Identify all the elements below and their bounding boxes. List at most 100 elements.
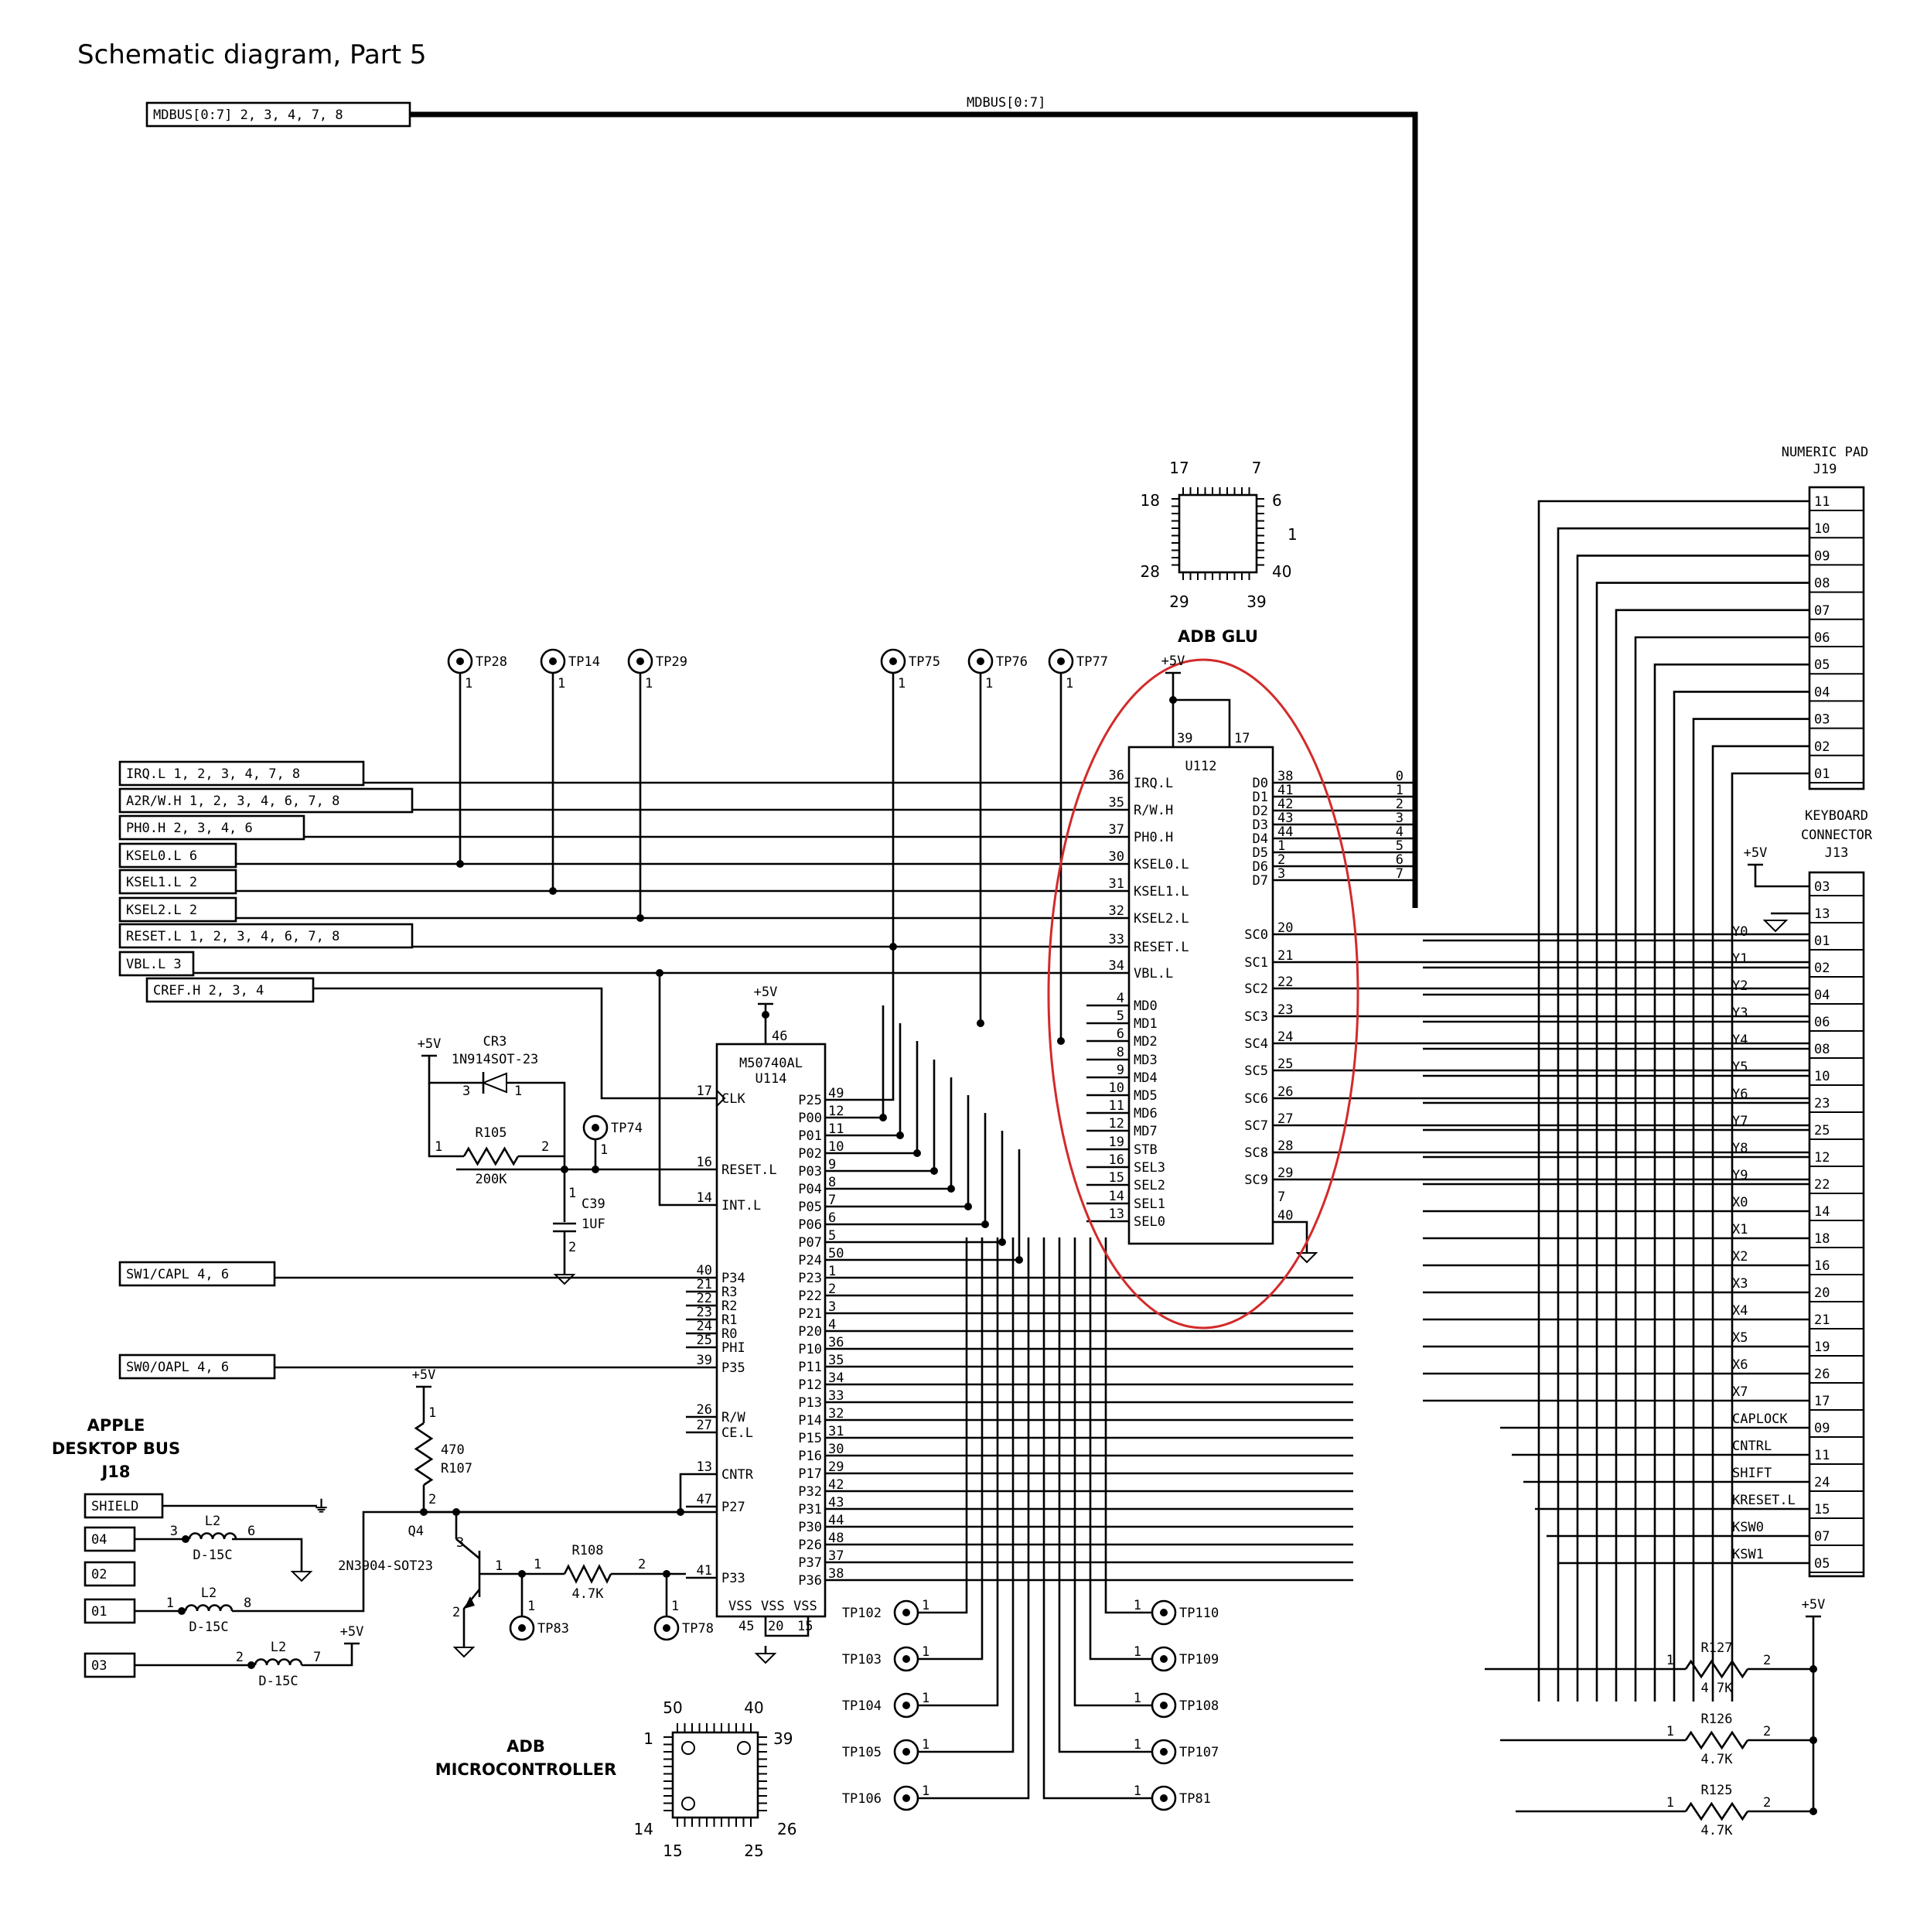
pin-number: 14 [1109, 1189, 1124, 1204]
pin-number: 37 [828, 1548, 844, 1564]
test-point-label: TP28 [476, 654, 507, 670]
keyboard-pin: 20 [1814, 1285, 1830, 1301]
pin-name: R2 [721, 1299, 737, 1314]
pin-name: P16 [798, 1449, 822, 1464]
pin-name: R/W [721, 1410, 745, 1425]
pin-name: P24 [798, 1253, 822, 1268]
pin-number: 33 [1109, 932, 1124, 947]
pin-number: 11 [1109, 1098, 1124, 1114]
test-point-label: TP110 [1179, 1606, 1219, 1621]
mcu-pin-label: 40 [744, 1698, 763, 1717]
test-point-label: TP107 [1179, 1745, 1219, 1760]
keyboard-pin: 10 [1814, 1069, 1830, 1084]
tp-wire [1073, 1237, 1152, 1707]
resistor-icon [1684, 1801, 1749, 1821]
port-label: SHIELD [91, 1499, 138, 1514]
test-point-icon [1160, 1609, 1168, 1616]
pin-name: D2 [1253, 804, 1268, 819]
glu-pin-label: 18 [1141, 491, 1160, 510]
pin-number: 29 [828, 1459, 844, 1475]
pin-name: P17 [798, 1466, 822, 1482]
u112-pin17 [1173, 698, 1231, 747]
pin-number: 19 [1109, 1135, 1124, 1150]
pin-number: 31 [828, 1424, 844, 1439]
keyboard-signal: X3 [1732, 1276, 1748, 1292]
u114-chip [715, 1043, 827, 1618]
u112-chip [1127, 746, 1274, 1245]
keyboard-pin: 16 [1814, 1258, 1830, 1274]
r107-ref: R107 [441, 1461, 472, 1476]
test-point-icon [902, 1609, 910, 1616]
pin-name: MD0 [1134, 998, 1158, 1014]
pin-name: IRQ.L [1134, 776, 1173, 791]
pin-number: 46 [772, 1029, 787, 1044]
keyboard-pin: 22 [1814, 1177, 1830, 1193]
pin-number: 36 [1109, 768, 1124, 783]
pin-name: SC1 [1244, 955, 1268, 971]
inductor-icon [184, 1604, 234, 1612]
pin-number: 9 [828, 1157, 836, 1173]
keyboard-title: CONNECTOR [1801, 828, 1873, 843]
pin-number: 10 [828, 1139, 844, 1155]
pin-name: D3 [1253, 818, 1268, 833]
pin-number: 28 [1277, 1138, 1293, 1154]
adb-wire [302, 1644, 353, 1667]
bus-bit: 3 [1396, 811, 1404, 826]
junction-dot [1015, 1256, 1023, 1264]
pin-number: 36 [828, 1335, 844, 1350]
tp-wire [1058, 1237, 1152, 1753]
port-label: MDBUS[0:7] 2, 3, 4, 7, 8 [153, 108, 343, 123]
keyboard-pin: 12 [1814, 1150, 1830, 1166]
tp-pin: 1 [922, 1644, 929, 1660]
pin-name: D4 [1253, 831, 1268, 847]
inductor-ref: L2 [201, 1586, 217, 1601]
pin-number: 16 [697, 1155, 712, 1170]
pin-number: 1 [828, 1264, 836, 1279]
mcu-package [671, 1731, 759, 1819]
c39-ref: C39 [582, 1196, 605, 1212]
mcu-orient-icon [681, 1797, 695, 1811]
r108-value: 4.7K [572, 1586, 605, 1602]
keyboard-pin: 21 [1814, 1312, 1830, 1328]
pin-number: 3 [170, 1524, 178, 1539]
tp-wire [918, 1237, 999, 1707]
tp-pin: 1 [671, 1599, 679, 1614]
pin-number: 6 [247, 1524, 255, 1539]
mcu-pin-label: 1 [643, 1729, 653, 1748]
pin-name: D0 [1253, 776, 1268, 791]
pin-number: 25 [1277, 1056, 1293, 1072]
pin-number: 2 [1763, 1653, 1771, 1668]
pin-number: 23 [697, 1305, 712, 1320]
pin-number: 23 [1277, 1002, 1293, 1018]
pin-number: 2 [236, 1650, 244, 1665]
pin-name: PH0.H [1134, 830, 1173, 845]
pullup-value: 4.7K [1701, 1752, 1734, 1767]
pin-name: MD2 [1134, 1034, 1158, 1050]
test-point-label: TP76 [996, 654, 1028, 670]
pullup-ref: R127 [1701, 1640, 1733, 1656]
test-point-label: TP83 [537, 1621, 569, 1637]
test-point-icon [1160, 1702, 1168, 1709]
junction-dot [977, 1019, 984, 1027]
numpad-pin: 10 [1814, 521, 1830, 537]
tp-pin: 1 [1134, 1784, 1141, 1799]
numpad-wire [1557, 527, 1809, 1702]
pin-number: 1 [534, 1557, 541, 1572]
pin-number: 8 [244, 1596, 251, 1611]
numpad-pin: 04 [1814, 684, 1830, 700]
ground-icon [754, 1653, 777, 1664]
adb-pin [84, 1493, 164, 1519]
keyboard-pin: 17 [1814, 1394, 1830, 1409]
numpad-wire [1537, 500, 1809, 1702]
pin-name: P23 [798, 1271, 822, 1286]
keyboard-signal: Y7 [1732, 1114, 1748, 1129]
resistor-icon [462, 1146, 520, 1166]
junction-dot [913, 1149, 921, 1157]
junction-dot [636, 914, 644, 922]
mcu-orient-icon [737, 1741, 751, 1755]
tp-wire [1089, 1237, 1152, 1661]
junction-dot [656, 969, 663, 977]
bus-bit: 6 [1396, 852, 1404, 868]
u114-route [858, 1149, 1021, 1261]
